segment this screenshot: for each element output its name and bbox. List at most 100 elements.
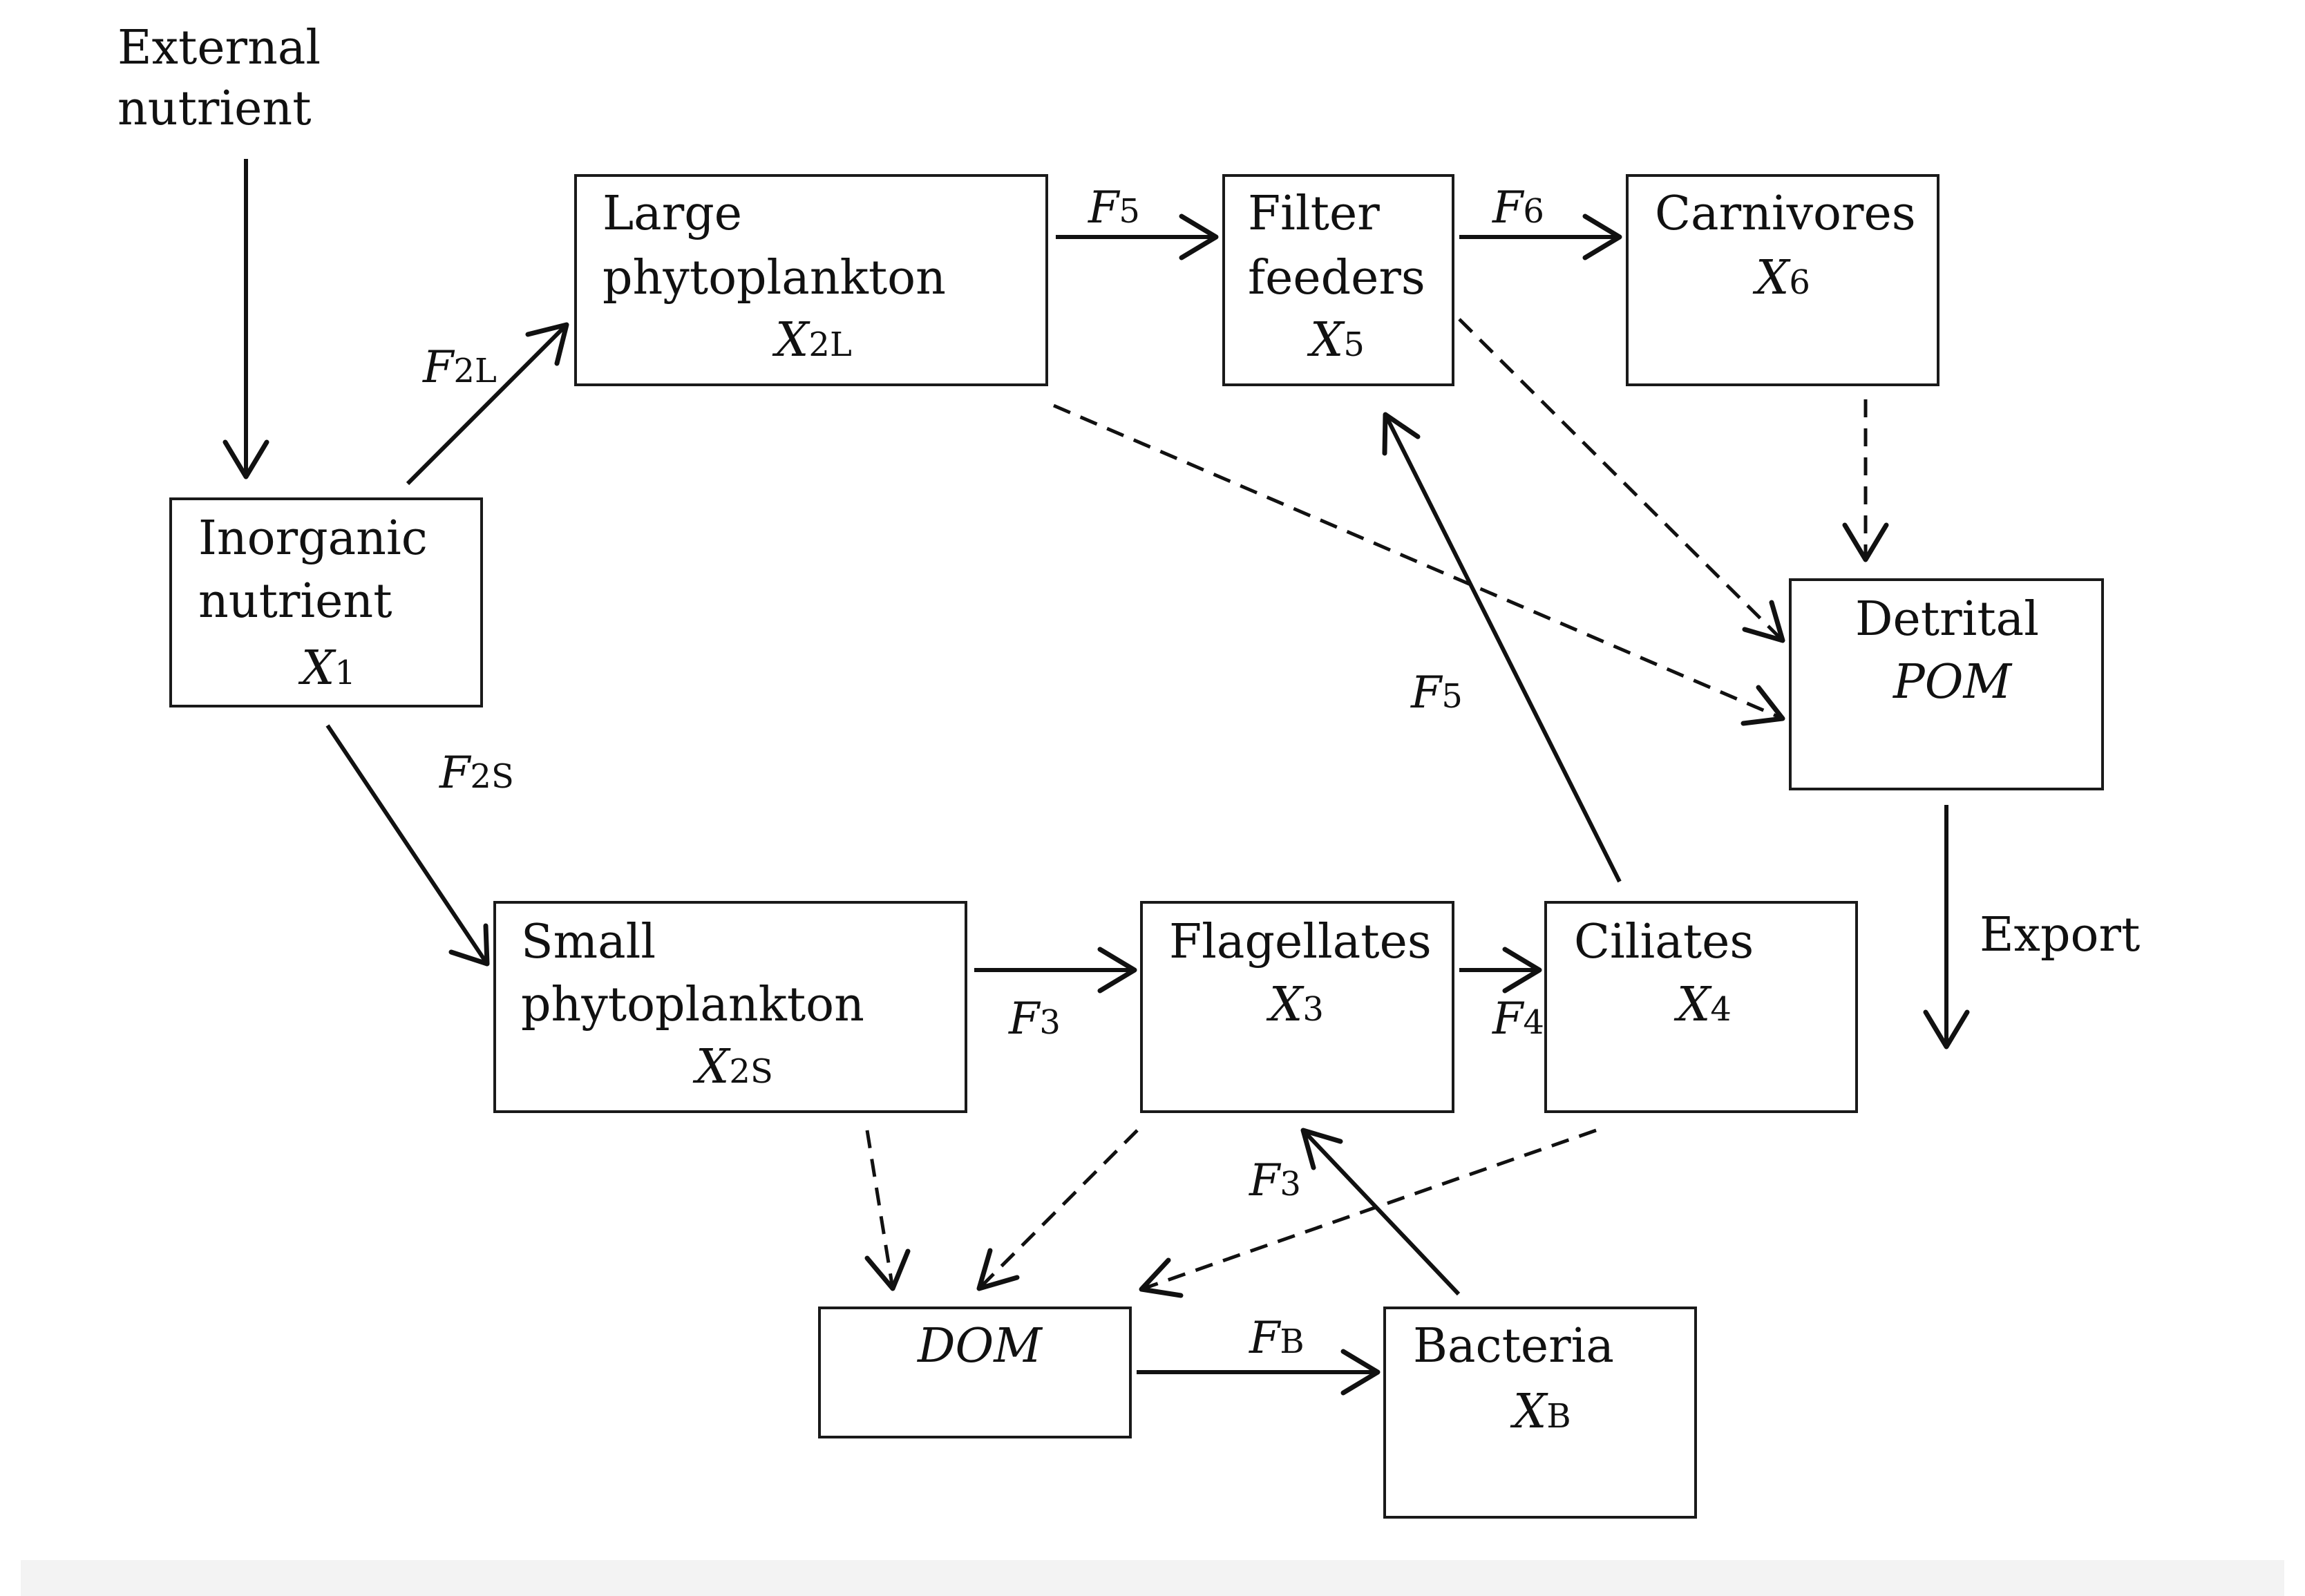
- flux-symbol: F: [1008, 994, 1041, 1045]
- export-label: Export: [1980, 908, 2140, 962]
- flux-subscript: 2S: [470, 757, 513, 796]
- var-subscript: 4: [1710, 990, 1732, 1029]
- arrow-ciliates-to-filter-feeders: [1382, 412, 1622, 883]
- node-detrital-pom-line1: Detrital: [1855, 592, 2039, 647]
- arrow-large-phyto-to-filter-feeders: [1056, 213, 1219, 260]
- var-subscript: B: [1546, 1397, 1571, 1436]
- external-nutrient-label-line1: External: [117, 21, 321, 75]
- flux-symbol: F: [422, 342, 455, 393]
- node-inorganic-nutrient-var: X1: [298, 641, 356, 696]
- var-symbol: X: [298, 641, 336, 696]
- node-inorganic-nutrient: Inorganic nutrient X1: [169, 497, 483, 707]
- arrow-small-phyto-to-flagellates: [974, 947, 1137, 994]
- node-detrital-pom-var: POM: [1892, 655, 2013, 710]
- node-flagellates-line1: Flagellates: [1169, 915, 1432, 969]
- node-inorganic-nutrient-box: [169, 497, 483, 707]
- flux-label-f5-mid: F5: [1410, 667, 1463, 719]
- dashed-arrow-small-phyto-to-dom: [864, 1130, 911, 1291]
- var-subscript: 5: [1343, 325, 1365, 364]
- external-nutrient-label-line2: nutrient: [117, 82, 312, 136]
- bottom-scroll-band: [21, 1560, 2284, 1596]
- node-large-phytoplankton-line2: phytoplankton: [603, 251, 946, 305]
- flux-symbol: F: [1249, 1155, 1282, 1206]
- flux-symbol: F: [439, 748, 472, 799]
- dashed-arrow-ciliates-to-dom: [1139, 1128, 1597, 1298]
- flux-subscript: B: [1280, 1322, 1304, 1361]
- node-flagellates-var: X3: [1266, 978, 1324, 1032]
- node-inorganic-nutrient-line2: nutrient: [198, 574, 392, 629]
- var-symbol: X: [772, 313, 810, 368]
- node-bacteria-box: [1383, 1307, 1697, 1519]
- node-large-phytoplankton-var: X2L: [772, 313, 852, 368]
- node-flagellates: Flagellates X3: [1140, 901, 1454, 1113]
- node-filter-feeders-line2: feeders: [1248, 251, 1425, 305]
- node-small-phytoplankton: Small phytoplankton X2S: [493, 901, 967, 1113]
- var-subscript: 1: [334, 654, 356, 692]
- flux-subscript: 5: [1119, 192, 1140, 231]
- node-bacteria-line1: Bacteria: [1413, 1319, 1614, 1374]
- flux-subscript: 3: [1280, 1165, 1301, 1204]
- node-flagellates-box: [1140, 901, 1454, 1113]
- node-dom: DOM: [818, 1307, 1132, 1438]
- flux-label-f3-mid: F3: [1008, 994, 1061, 1045]
- var-symbol: X: [1752, 251, 1791, 305]
- var-subscript: 6: [1789, 263, 1810, 302]
- node-carnivores-var: X6: [1752, 251, 1810, 305]
- arrow-external-to-inorganic: [222, 159, 269, 479]
- var-symbol: X: [1266, 978, 1305, 1032]
- arrow-inorganic-to-large-phyto: [406, 322, 569, 486]
- flux-subscript: 2L: [453, 352, 496, 390]
- node-large-phytoplankton-line1: Large: [603, 187, 742, 241]
- var-symbol: X: [1510, 1385, 1548, 1439]
- flux-symbol: F: [1492, 994, 1525, 1045]
- node-dom-box: [818, 1307, 1132, 1438]
- flux-label-f6: F6: [1492, 182, 1544, 234]
- node-filter-feeders-var: X5: [1307, 313, 1365, 368]
- node-inorganic-nutrient-line1: Inorganic: [198, 511, 428, 566]
- node-small-phytoplankton-line2: phytoplankton: [521, 978, 864, 1032]
- node-large-phytoplankton: Large phytoplankton X2L: [574, 174, 1048, 386]
- flux-label-f3-low: F3: [1249, 1155, 1301, 1206]
- var-symbol: X: [1307, 313, 1345, 368]
- dashed-arrow-flagellates-to-dom: [976, 1129, 1139, 1291]
- node-ciliates-line1: Ciliates: [1574, 915, 1754, 969]
- flux-symbol: F: [1088, 182, 1121, 234]
- flux-subscript: 4: [1523, 1003, 1544, 1042]
- arrow-dom-to-bacteria: [1137, 1349, 1381, 1396]
- var-subscript: 2S: [729, 1052, 772, 1091]
- node-filter-feeders-line1: Filter: [1248, 187, 1380, 241]
- node-detrital-pom: Detrital POM: [1789, 578, 2104, 790]
- node-carnivores-box: [1626, 174, 1939, 386]
- node-small-phytoplankton-box: [493, 901, 967, 1113]
- flux-label-f2s: F2S: [439, 748, 514, 799]
- node-ciliates: Ciliates X4: [1544, 901, 1858, 1113]
- flux-label-f5-top: F5: [1088, 182, 1140, 234]
- node-ciliates-var: X4: [1673, 978, 1732, 1032]
- node-detrital-pom-box: [1789, 578, 2104, 790]
- node-small-phytoplankton-var: X2S: [692, 1040, 773, 1094]
- flux-symbol: F: [1410, 667, 1443, 719]
- flux-label-f4: F4: [1492, 994, 1544, 1045]
- arrow-pom-to-export: [1923, 805, 1970, 1049]
- node-small-phytoplankton-line1: Small: [521, 915, 656, 969]
- var-symbol: X: [692, 1040, 731, 1094]
- flux-subscript: 6: [1523, 192, 1544, 231]
- var-subscript: 3: [1302, 990, 1324, 1029]
- dashed-arrow-carnivores-to-pom: [1842, 399, 1889, 562]
- dashed-arrow-large-phyto-to-pom: [1053, 403, 1785, 726]
- flux-symbol: F: [1249, 1313, 1282, 1364]
- arrow-flagellates-to-ciliates: [1459, 947, 1542, 994]
- flux-label-f2l: F2L: [422, 342, 497, 393]
- node-carnivores-line1: Carnivores: [1655, 187, 1916, 241]
- flux-label-fb: FB: [1249, 1313, 1305, 1364]
- flux-symbol: F: [1492, 182, 1525, 234]
- flux-subscript: 5: [1441, 677, 1463, 716]
- var-subscript: 2L: [808, 325, 851, 364]
- arrow-inorganic-to-small-phyto: [325, 724, 490, 967]
- node-filter-feeders-box: [1222, 174, 1454, 386]
- arrow-filter-feeders-to-carnivores: [1459, 213, 1622, 260]
- node-bacteria: Bacteria XB: [1383, 1307, 1697, 1519]
- node-carnivores: Carnivores X6: [1626, 174, 1939, 386]
- var-symbol: X: [1673, 978, 1712, 1032]
